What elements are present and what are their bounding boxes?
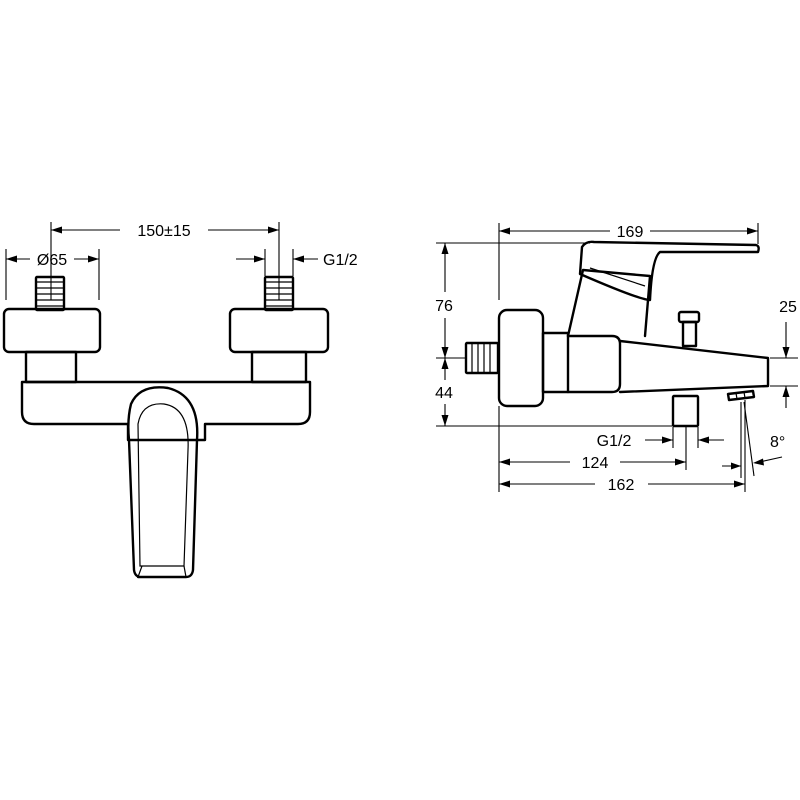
wall-inlet-thread [464, 341, 500, 375]
right-connector [250, 350, 308, 384]
bottom-outlet [671, 394, 700, 428]
escutcheon-side [497, 308, 545, 408]
left-escutcheon [2, 307, 102, 354]
dimension-heights: 76 44 [435, 242, 672, 427]
dimension-angle-label: 8° [770, 434, 785, 451]
lever-handle [127, 386, 199, 579]
dimension-spacing: 150±15 [50, 222, 280, 300]
right-escutcheon [228, 307, 330, 354]
dimension-outlet-height-label: 25 [779, 299, 797, 316]
dimension-diameter: Ø65 [5, 249, 100, 300]
left-inlet-stub [34, 275, 66, 312]
dimension-diameter-label: Ø65 [37, 252, 67, 269]
dimension-outlet-length-label: 124 [582, 455, 609, 472]
dimension-angle: 8° [722, 401, 785, 478]
left-connector [24, 350, 78, 384]
diverter-knob [677, 310, 701, 348]
dimension-length-top: 169 [498, 223, 759, 300]
dimension-spacing-label: 150±15 [137, 223, 190, 240]
lever-handle-side [578, 240, 760, 302]
mixer-body [20, 380, 312, 442]
dimension-length-top-label: 169 [617, 224, 644, 241]
dimension-outlet-thread: G1/2 [597, 427, 724, 450]
dimension-thread-front: G1/2 [236, 249, 358, 276]
dimension-height-upper-label: 76 [435, 298, 453, 315]
dimension-outlet-height: 25 [770, 299, 798, 408]
front-view: 150±15 Ø65 G1/2 [2, 222, 358, 579]
dimension-outlet-length: 124 [498, 406, 687, 492]
dimension-outlet-thread-label: G1/2 [597, 433, 632, 450]
dimension-thread-front-label: G1/2 [323, 252, 358, 269]
side-view: 169 76 44 25 [435, 223, 798, 494]
dimension-height-lower-label: 44 [435, 385, 453, 402]
spout-body [541, 331, 570, 394]
spout-aerator [726, 389, 756, 402]
dimension-total-length: 162 [499, 400, 746, 494]
cartridge-housing [566, 268, 652, 338]
dimension-total-length-label: 162 [608, 477, 635, 494]
